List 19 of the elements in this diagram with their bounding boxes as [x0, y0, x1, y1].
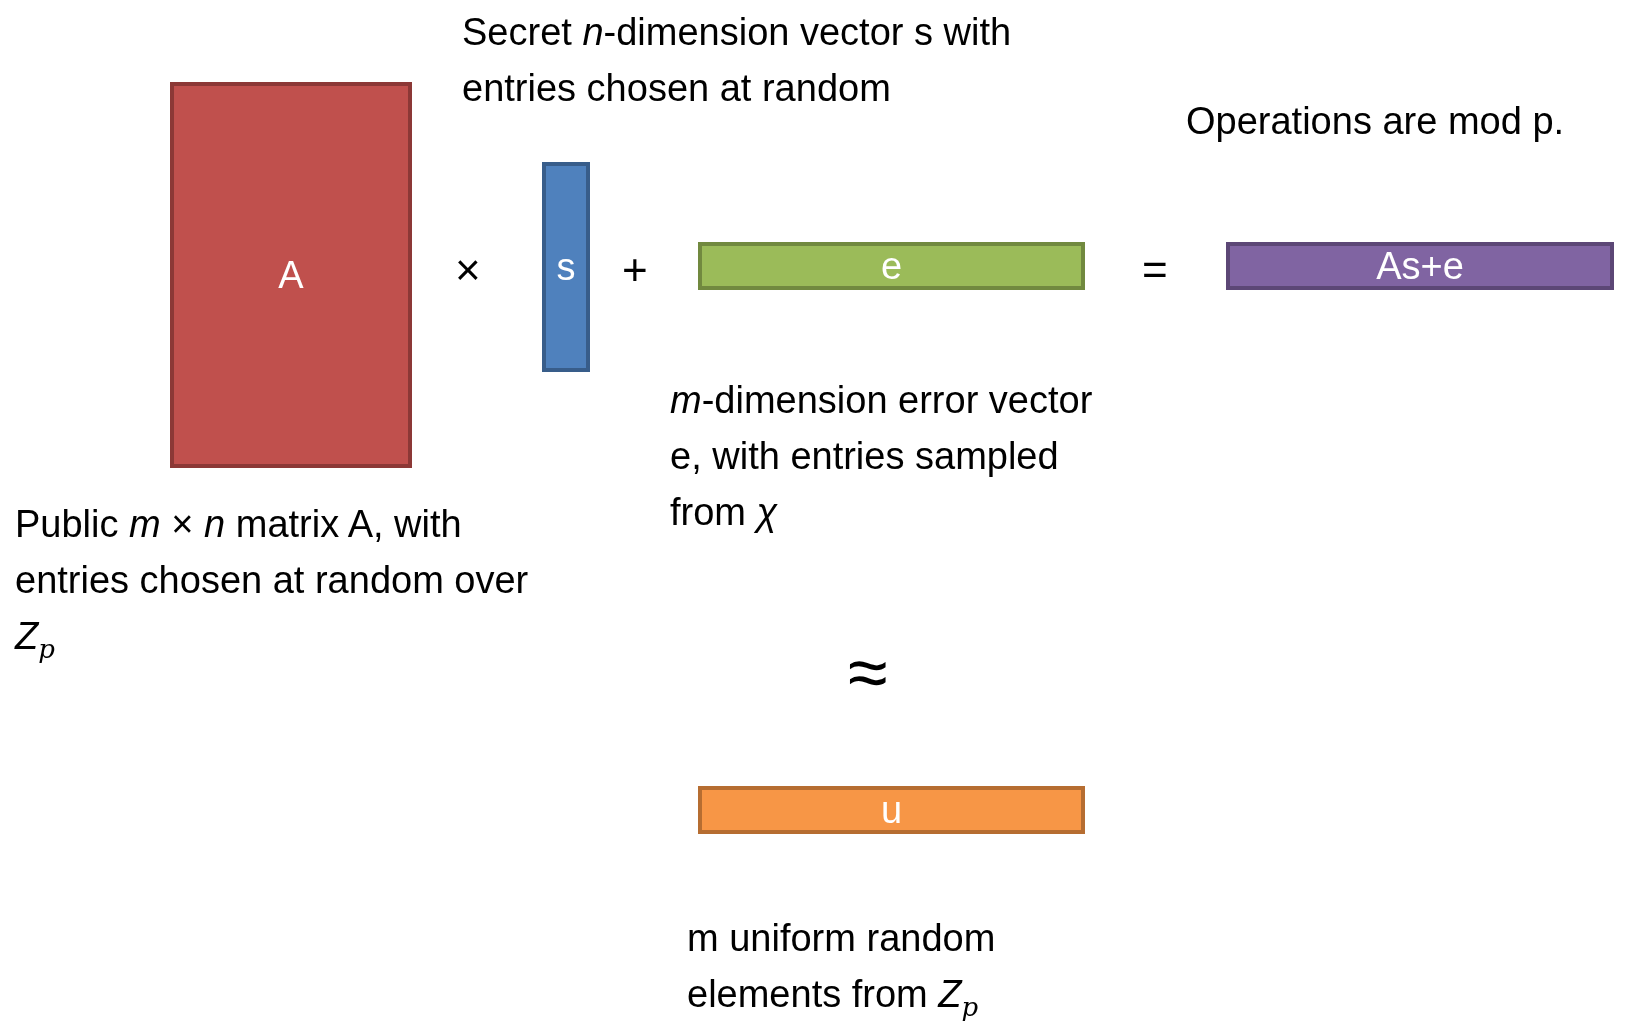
- operator-symbol: +: [622, 248, 648, 292]
- description-text: m uniform random elements from Z$_{p}$: [687, 916, 997, 1024]
- operator-symbol: ×: [455, 248, 481, 292]
- matrix-block: [170, 82, 412, 468]
- operator-symbol: =: [1142, 248, 1168, 292]
- vector-bar: [542, 162, 590, 372]
- block-label: e: [880, 244, 903, 288]
- operator-symbol: ≈: [848, 636, 888, 708]
- block-label: u: [880, 788, 903, 832]
- vector-bar: [698, 242, 1085, 290]
- block-label: As+e: [1376, 244, 1464, 288]
- vector-bar: [698, 786, 1085, 834]
- note-text: Operations are mod p.: [1186, 100, 1565, 143]
- block-label: s: [556, 245, 576, 289]
- block-label: A: [278, 253, 304, 297]
- description-text: m-dimension error vector e, with entries sampled from χ: [670, 378, 1094, 535]
- description-text: Secret n-dimension vector s with entries chosen at random: [462, 10, 1013, 111]
- description-text: Public m × n matrix A, with entries chosen at random over Z$_{p}$: [15, 502, 530, 666]
- vector-bar: [1226, 242, 1614, 290]
